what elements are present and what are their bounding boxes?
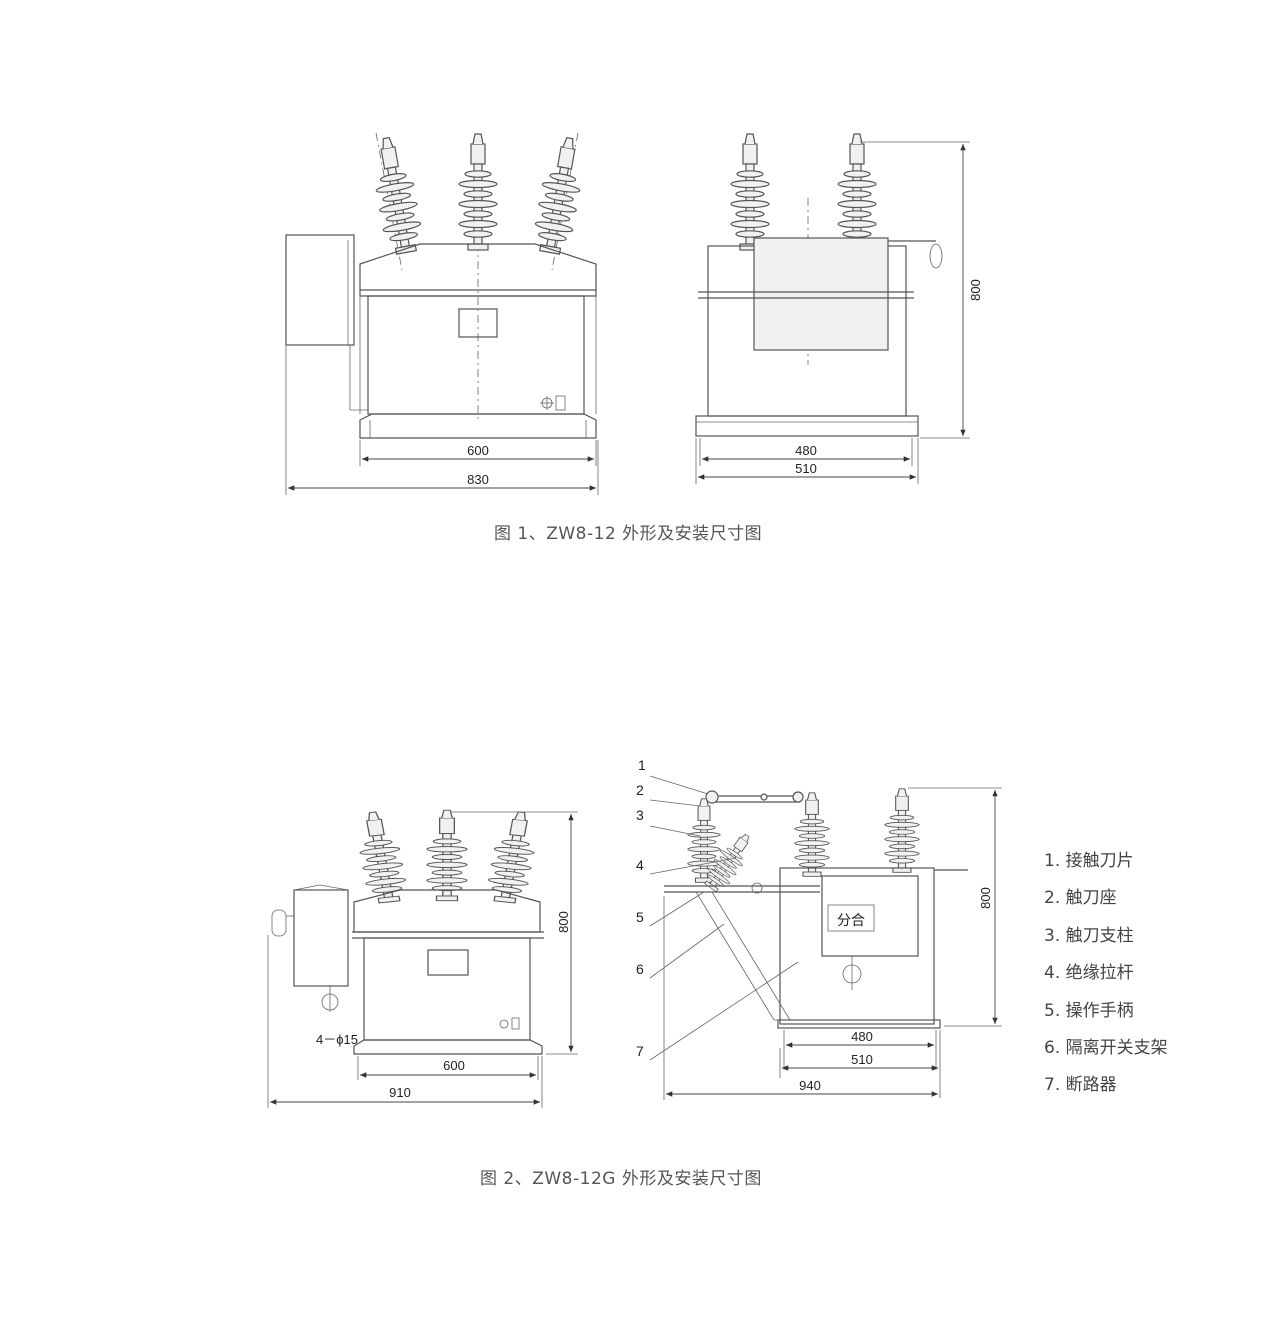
callout-1: 1 bbox=[638, 757, 646, 773]
bushing-left bbox=[366, 134, 426, 257]
fig2-dim-600: 600 bbox=[443, 1058, 465, 1073]
legend-item: 6. 隔离开关支架 bbox=[1044, 1037, 1168, 1058]
fig2-side-bushing-1 bbox=[794, 792, 830, 877]
parts-legend: 1. 接触刀片 2. 触刀座 3. 触刀支柱 4. 绝缘拉杆 5. 操作手柄 6… bbox=[1044, 846, 1168, 1108]
fig1-dim-830: 830 bbox=[467, 472, 489, 487]
fig2-knife-post bbox=[687, 798, 721, 883]
fig1-dim-600: 600 bbox=[467, 443, 489, 458]
fig2-front-view: 4－ϕ15 600 910 800 bbox=[267, 809, 578, 1108]
fig2-dim-910: 910 bbox=[389, 1085, 411, 1100]
fig2-dim-940: 940 bbox=[799, 1078, 821, 1093]
legend-item: 1. 接触刀片 bbox=[1044, 851, 1134, 871]
legend-item: 2. 触刀座 bbox=[1044, 888, 1117, 909]
fig2-side-view: 分合 480 510 940 800 1 2 3 4 5 6 7 bbox=[636, 757, 1002, 1100]
legend-item: 4. 绝缘拉杆 bbox=[1044, 963, 1134, 984]
fig2-open-close-plate: 分合 bbox=[837, 912, 865, 928]
callout-4: 4 bbox=[636, 857, 644, 873]
fig1-dim-800: 800 bbox=[968, 279, 983, 301]
callout-5: 5 bbox=[636, 909, 644, 925]
legend-item: 7. 断路器 bbox=[1044, 1075, 1117, 1096]
fig2-dim-510: 510 bbox=[851, 1052, 873, 1067]
fig2-side-bushing-2 bbox=[884, 788, 920, 873]
bushing-right bbox=[530, 134, 590, 257]
fig2-bushing-middle bbox=[426, 809, 468, 902]
fig1-dim-510: 510 bbox=[795, 461, 817, 476]
fig1-front-view: 600 830 bbox=[285, 132, 599, 495]
side-bushing-2 bbox=[837, 133, 877, 251]
fig2-dim-480: 480 bbox=[851, 1029, 873, 1044]
fig2-dim-800a: 800 bbox=[556, 911, 571, 933]
side-bushing-1 bbox=[730, 133, 770, 251]
callout-6: 6 bbox=[636, 961, 644, 977]
callout-3: 3 bbox=[636, 807, 644, 823]
legend-item: 3. 触刀支柱 bbox=[1044, 925, 1134, 946]
figure2-caption: 图 2、ZW8-12G 外形及安装尺寸图 bbox=[480, 1169, 762, 1189]
bushing-middle bbox=[458, 133, 498, 251]
figure1-caption: 图 1、ZW8-12 外形及安装尺寸图 bbox=[494, 524, 763, 544]
fig2-dim-800b: 800 bbox=[978, 887, 993, 909]
callout-2: 2 bbox=[636, 782, 644, 798]
fig2-holes-label: 4－ϕ15 bbox=[316, 1032, 358, 1047]
fig1-dim-480: 480 bbox=[795, 443, 817, 458]
fig1-side-view: 480 510 800 bbox=[695, 133, 983, 484]
legend-item: 5. 操作手柄 bbox=[1044, 1000, 1134, 1021]
callout-7: 7 bbox=[636, 1043, 644, 1059]
